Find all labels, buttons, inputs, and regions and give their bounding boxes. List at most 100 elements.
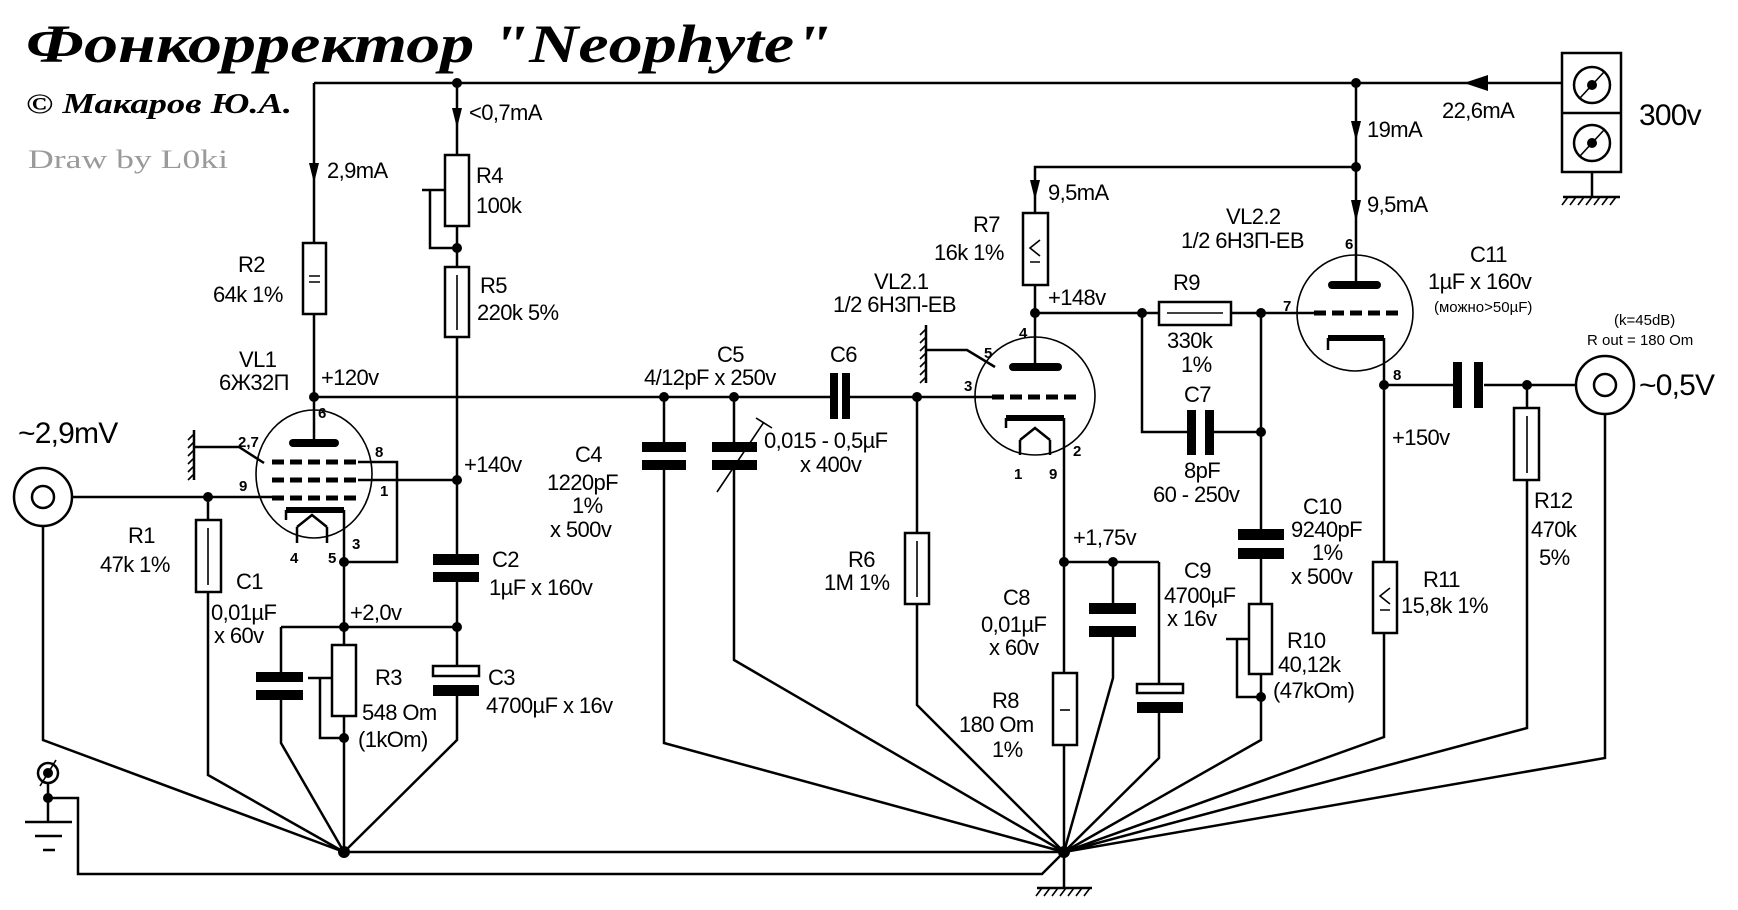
r9-tolerance: 1% [1181,352,1212,377]
r5-value: 220k 5% [477,300,558,325]
resistors [194,153,1541,747]
input-signal: ~2,9mV [18,417,118,450]
resistor-r2 [301,241,328,316]
pin-label: 7 [1283,298,1291,315]
r2-name: R2 [238,252,265,277]
capacitor-c7 [1187,410,1196,455]
r3-value: 548 Om [362,700,437,725]
tube-vl2-2 [1296,254,1414,372]
pin-label: 3 [352,536,360,553]
vl2-2-name: VL2.2 [1226,204,1281,229]
output-impedance: R out = 180 Om [1587,332,1693,349]
c7-voltage: 60 - 250v [1153,482,1240,507]
pin-label: 5 [984,345,992,362]
resistor-r11 [1371,560,1399,635]
pin-label: 3 [964,378,972,395]
current-r2: 2,9mA [327,158,389,183]
r9-value: 330k [1167,328,1214,353]
r10-name: R10 [1287,628,1326,653]
current-vl2: 19mA [1367,117,1423,142]
r10-value: 40,12k [1278,652,1342,677]
r3-name: R3 [375,665,402,690]
output-gain: (k=45dB) [1614,312,1675,329]
c8-voltage: x 60v [989,635,1039,660]
r4-name: R4 [476,163,503,188]
c6-value: 0,015 - 0,5µF [764,428,888,453]
output-signal: ~0,5V [1639,369,1715,402]
c9-name: C9 [1184,558,1211,583]
pin-label: 1 [380,483,388,500]
c11-note: (можно>50µF) [1434,299,1532,316]
copyright: © Макаров Ю.А. [26,89,292,120]
vl2-1-type: 1/2 6Н3П-ЕВ [833,292,956,317]
ground-icon [25,195,1620,897]
arrow-down-icon [1030,180,1040,200]
r12-name: R12 [1534,488,1573,513]
labels: 300v 22,6mA ~2,9mV ~0,5V (k=45dB) R out … [18,98,1716,762]
r6-value: 1M 1% [824,570,890,595]
c4-tolerance: 1% [572,493,603,518]
capacitor-c2 [433,554,479,565]
c8-name: C8 [1003,585,1030,610]
c4-name: C4 [575,442,602,467]
pin-label: 1 [1014,466,1022,483]
r11-value: 15,8k 1% [1401,593,1488,618]
r11-name: R11 [1423,567,1460,592]
supply-current: 22,6mA [1442,98,1515,123]
c2-name: C2 [492,547,519,572]
r7-value: 16k 1% [934,240,1004,265]
title: Фонкорректор "Neophyte" [26,14,832,74]
r4-value: 100k [476,193,523,218]
capacitor-c5 [712,442,757,452]
c3-value: 4700µF x 16v [486,693,613,718]
r12-value: 470k [1531,517,1578,542]
voltage-vl2-2-cathode: +150v [1392,425,1450,450]
junction-nodes [43,78,1532,858]
c8-value: 0,01µF [981,612,1046,637]
arrow-down-icon [452,108,462,128]
input-connector [12,466,74,528]
capacitors [256,362,1483,713]
voltage-vl2-1-anode: +148v [1048,285,1106,310]
c9-voltage: x 16v [1167,606,1217,631]
credit: Draw by L0ki [28,145,228,174]
c1-name: C1 [236,569,263,594]
c5-value: 4/12pF x 250v [644,365,776,390]
pin-label: 9 [1049,466,1057,483]
current-arrows [309,75,1488,222]
c10-voltage: x 500v [1291,564,1353,589]
capacitor-c9 [1135,682,1185,695]
capacitor-c6 [830,373,838,419]
pin-label: 8 [375,444,383,461]
voltage-vl2-1-cathode: +1,75v [1073,525,1137,550]
r1-value: 47k 1% [100,552,170,577]
capacitor-c3 [431,664,481,678]
arrow-down-icon [1351,121,1361,141]
current-r7: 9,5mA [1048,180,1110,205]
r1-name: R1 [128,523,155,548]
pin-label: 6 [318,405,326,422]
c11-name: C11 [1470,242,1507,267]
r8-name: R8 [992,688,1019,713]
pin-label: 5 [328,550,336,567]
pin-label: 4 [290,550,299,567]
c4-voltage: x 500v [550,517,612,542]
arrow-down-icon [309,163,319,183]
c1-voltage: x 60v [214,623,264,648]
vl2-2-type: 1/2 6Н3П-ЕВ [1181,228,1304,253]
c1-value: 0,01µF [211,600,276,625]
pin-label: 2 [1073,443,1081,460]
r9-name: R9 [1173,270,1200,295]
pin-label: 2,7 [238,434,259,451]
capacitor-c8 [1089,603,1136,614]
resistor-r3 [330,643,358,718]
r3-nominal: (1kOm) [358,727,428,752]
c9-value: 4700µF [1164,583,1236,608]
c6-voltage: x 400v [800,452,862,477]
resistor-r4 [443,153,471,228]
c10-value: 9240pF [1291,517,1362,542]
voltage-vl1-cathode: +2,0v [350,600,402,625]
current-vl2-2: 9,5mA [1367,192,1429,217]
c10-tolerance: 1% [1312,540,1343,565]
